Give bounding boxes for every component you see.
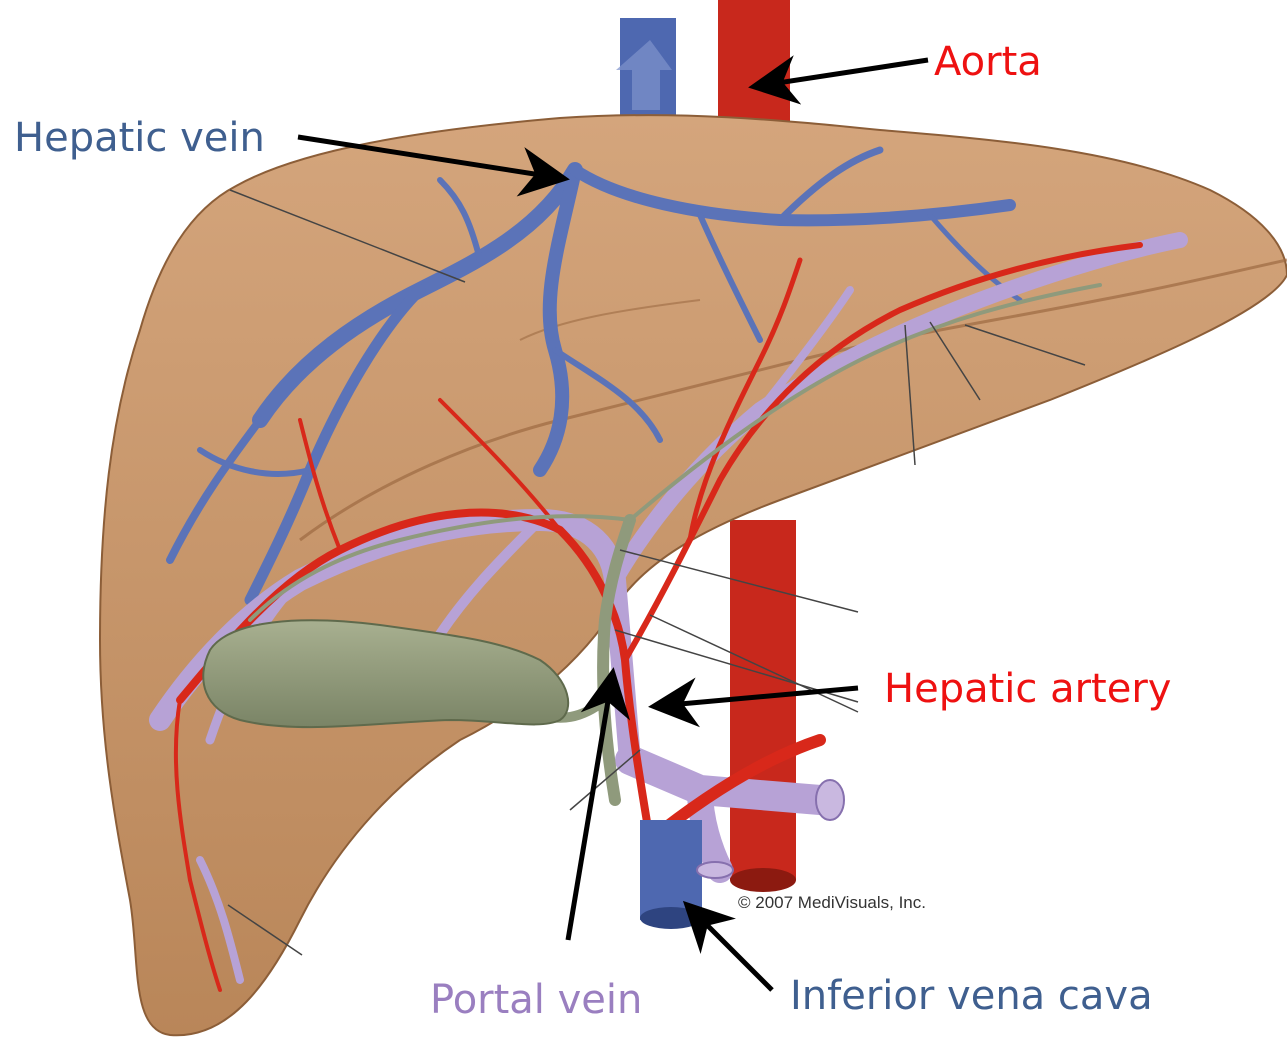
- inferior-vena-cava-vessel: [640, 820, 702, 920]
- copyright-credit: © 2007 MediVisuals, Inc.: [738, 893, 926, 913]
- hepatic-artery-label: Hepatic artery: [884, 669, 1171, 709]
- inferior-vena-cava-label: Inferior vena cava: [790, 976, 1153, 1016]
- inferior-vena-cava-arrow: [690, 908, 772, 990]
- portal-vein-label: Portal vein: [430, 980, 642, 1020]
- hepatic-vein-label: Hepatic vein: [14, 118, 265, 158]
- aorta-label: Aorta: [934, 42, 1042, 82]
